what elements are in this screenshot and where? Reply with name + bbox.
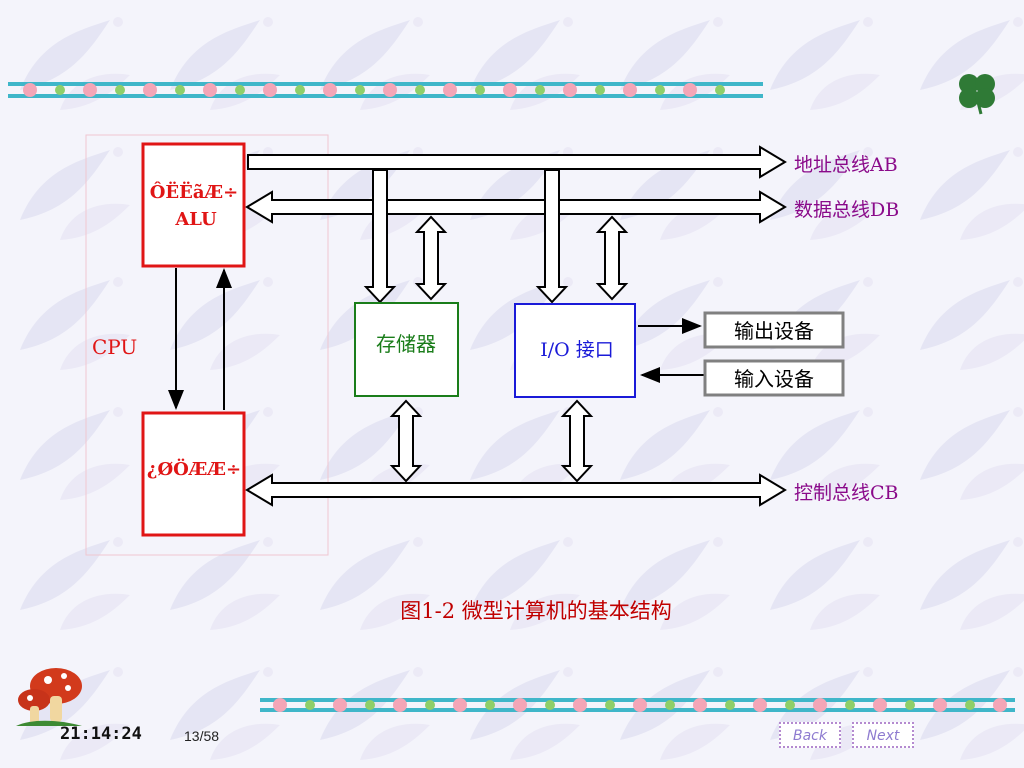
decorative-dot	[443, 83, 457, 97]
decorative-dot	[513, 698, 527, 712]
decorative-dot	[305, 700, 315, 710]
address-to-memory-arrow	[363, 169, 397, 304]
mushroom-icon	[16, 668, 82, 726]
decorative-dot	[665, 700, 675, 710]
decorative-dot	[813, 698, 827, 712]
figure-caption: 图1-2 微型计算机的基本结构	[400, 599, 672, 623]
decorative-dot	[23, 83, 37, 97]
decorative-dot	[503, 83, 517, 97]
io-interface-label: I/O 接口	[540, 339, 614, 361]
decorative-dot	[633, 698, 647, 712]
next-button[interactable]: Next	[852, 722, 914, 748]
alu-label-line2: ALU	[174, 209, 217, 230]
decorative-dot	[235, 85, 245, 95]
decorative-dot	[263, 83, 277, 97]
controller-box	[141, 411, 246, 537]
memory-box	[354, 302, 459, 397]
decorative-dot	[453, 698, 467, 712]
clover-icon	[959, 74, 995, 115]
decorative-dot	[655, 85, 665, 95]
decorative-dot	[965, 700, 975, 710]
decorative-dot	[485, 700, 495, 710]
decorative-dot	[415, 85, 425, 95]
decorative-dot	[933, 698, 947, 712]
decorative-dot	[545, 700, 555, 710]
decorative-dot	[175, 85, 185, 95]
decorative-dot	[203, 83, 217, 97]
data-bus-label: 数据总线DB	[794, 199, 899, 221]
decorative-dot	[753, 698, 767, 712]
bottom-decorative-border	[260, 698, 1015, 712]
alu-label-line1: ÔËËãÆ÷	[150, 180, 238, 203]
address-to-io-arrow	[535, 169, 569, 304]
data-bus-arrow	[245, 190, 787, 224]
io-interface-box	[514, 303, 636, 398]
decorative-dot	[993, 698, 1007, 712]
top-decorative-border	[8, 82, 763, 98]
decorative-dot	[273, 698, 287, 712]
decorative-dot	[333, 698, 347, 712]
controller-label: ¿ØÖÆÆ÷	[147, 457, 241, 480]
cpu-boundary	[85, 134, 329, 556]
decorative-dot	[83, 83, 97, 97]
decorative-dot	[693, 698, 707, 712]
decorative-dot	[905, 700, 915, 710]
page-number: 13/58	[184, 728, 220, 744]
decorative-dot	[355, 85, 365, 95]
decorative-dot	[715, 85, 725, 95]
decorative-dot	[563, 83, 577, 97]
decorative-dot	[623, 83, 637, 97]
decorative-dot	[573, 698, 587, 712]
memory-label: 存储器	[376, 332, 436, 356]
decorative-dot	[55, 85, 65, 95]
input-device-box	[703, 359, 845, 397]
decorative-dot	[143, 83, 157, 97]
decorative-dot	[475, 85, 485, 95]
data-io-arrow	[595, 215, 629, 301]
decorative-dot	[683, 83, 697, 97]
decorative-dot	[785, 700, 795, 710]
decorative-dot	[393, 698, 407, 712]
decorative-dot	[605, 700, 615, 710]
address-bus-arrow	[247, 145, 787, 179]
output-device-label: 输出设备	[734, 319, 814, 343]
decorative-dot	[725, 700, 735, 710]
alu-box	[141, 142, 246, 268]
decorative-dot	[323, 83, 337, 97]
input-device-label: 输入设备	[734, 367, 814, 391]
decorative-dot	[425, 700, 435, 710]
address-bus-label: 地址总线AB	[794, 154, 898, 176]
control-bus-arrow	[245, 473, 787, 507]
decorative-dot	[845, 700, 855, 710]
decorative-dot	[873, 698, 887, 712]
memory-control-arrow	[389, 399, 423, 483]
decorative-dot	[383, 83, 397, 97]
back-button[interactable]: Back	[779, 722, 841, 748]
clock-time: 21:14:24	[60, 724, 142, 744]
data-memory-arrow	[414, 215, 448, 301]
decorative-dot	[535, 85, 545, 95]
control-bus-label: 控制总线CB	[794, 482, 899, 504]
decorative-dot	[595, 85, 605, 95]
decorative-dot	[295, 85, 305, 95]
io-control-arrow	[560, 399, 594, 483]
decorative-dot	[365, 700, 375, 710]
cpu-label: CPU	[92, 335, 137, 359]
decorative-dot	[115, 85, 125, 95]
output-device-box	[703, 311, 845, 349]
